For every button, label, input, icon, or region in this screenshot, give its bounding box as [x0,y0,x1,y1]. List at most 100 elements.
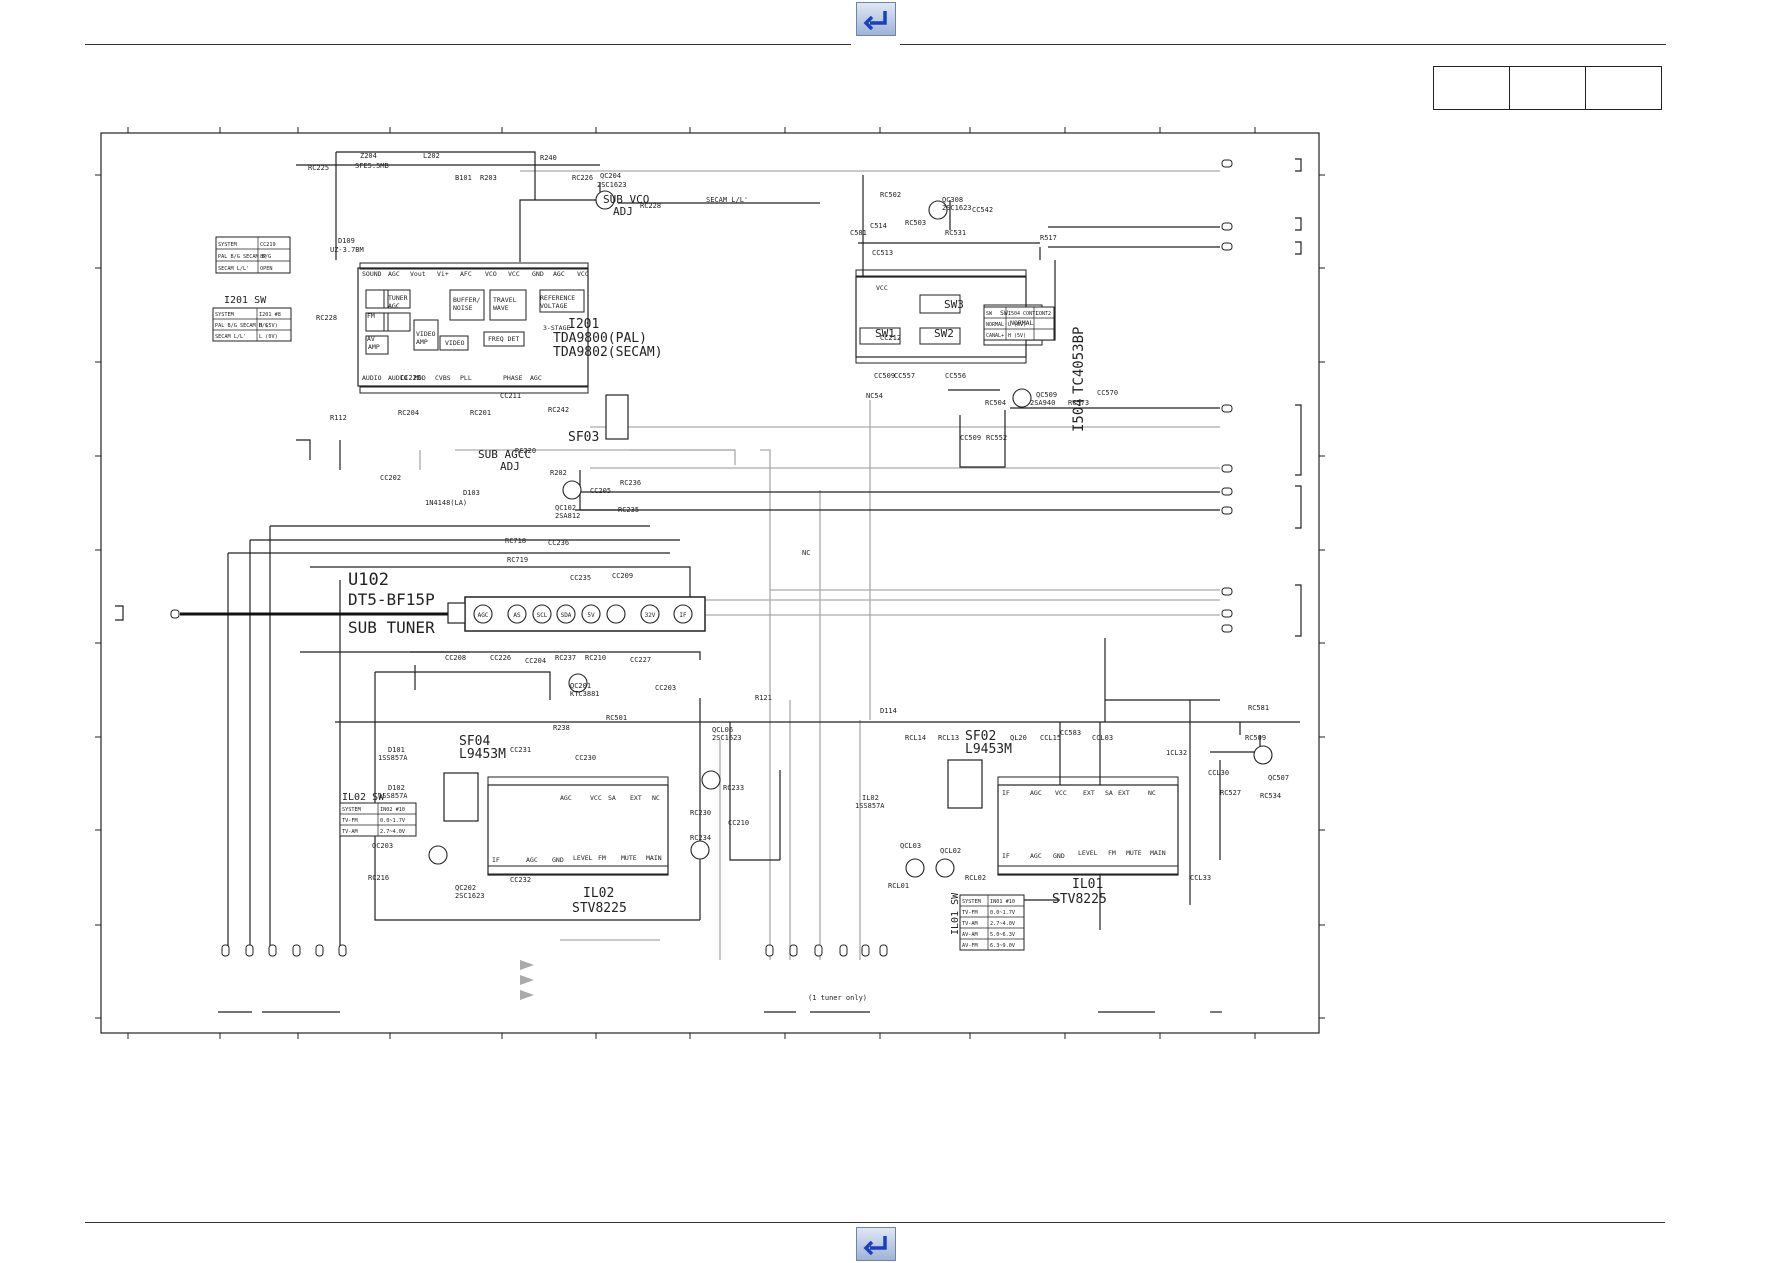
i201-part-secam: TDA9802(SECAM) [553,345,663,360]
svg-text:CC231: CC231 [510,746,531,754]
ic-il01-body [997,784,1179,876]
ic-il02-body [487,784,669,876]
svg-text:D102: D102 [388,784,405,792]
svg-text:AMP: AMP [416,338,428,346]
svg-text:QC102: QC102 [555,504,576,512]
table-cell: IN01 #10 [990,899,1015,905]
table-cell: I504 CONT1 [1008,311,1038,317]
svg-text:RC719: RC719 [507,556,528,564]
svg-text:R238: R238 [553,724,570,732]
svg-text:RC527: RC527 [1220,789,1241,797]
svg-text:VOLTAGE: VOLTAGE [540,302,567,310]
i201-ref: I201 [568,317,599,332]
svg-text:RC242: RC242 [548,406,569,414]
table-cell: TV-AM [962,921,978,927]
svg-text:CVBS: CVBS [435,374,451,382]
il02-part: STV8225 [572,901,627,916]
svg-text:3-STAGE: 3-STAGE [543,324,570,332]
sw2-label: SW2 [934,327,954,340]
svg-text:RC210: RC210 [585,654,606,662]
svg-text:RC501: RC501 [606,714,627,722]
svg-text:2SC1623: 2SC1623 [942,204,972,212]
svg-text:QCL06: QCL06 [712,726,733,734]
svg-text:Vout: Vout [410,270,426,278]
svg-text:AUDIO: AUDIO [388,374,408,382]
schematic-frame [100,132,1320,1034]
svg-text:(1 tuner only): (1 tuner only) [808,994,867,1002]
svg-text:CC205: CC205 [590,487,611,495]
tuner-pin-1: AS [507,604,527,624]
title-block [1433,66,1662,110]
table-cell: 2.7~4.0V [380,829,405,835]
sf03-ref: SF03 [568,430,599,445]
svg-text:NORMAL: NORMAL [1010,319,1034,327]
table-cell: 5.0~6.3V [990,932,1015,938]
table-cell: IN02 #10 [380,807,405,813]
table-cell: NORMAL [986,322,1004,328]
svg-text:CC509: CC509 [874,372,895,380]
svg-text:AV: AV [367,335,375,343]
svg-text:RC236: RC236 [620,479,641,487]
svg-text:AGC: AGC [1030,852,1042,860]
svg-text:IL02: IL02 [862,794,879,802]
svg-text:RC502: RC502 [880,191,901,199]
svg-text:MUTE: MUTE [621,854,637,862]
grey-signal-lines [419,170,1220,960]
table-cell: CONT2 [1036,311,1051,317]
back-button-bottom[interactable] [856,1227,896,1261]
table-cell: H (5V) [259,323,278,329]
table-cell: H (5V) [1008,333,1026,339]
svg-text:SFE5.5MB: SFE5.5MB [355,162,389,170]
table-cell: TV-FM [962,910,978,916]
tuner-pin-label: IF [679,612,687,619]
back-button-top[interactable] [856,2,896,36]
table-cell: 0.0~1.7V [990,910,1015,916]
svg-text:LEVEL: LEVEL [573,854,593,862]
svg-text:MAIN: MAIN [646,854,662,862]
svg-text:RC201: RC201 [470,409,491,417]
table-cell: SECAM L/L' [218,266,249,272]
svg-text:RC234: RC234 [690,834,711,842]
il02-sw-label: IL02 SW [342,792,385,803]
sub-vco-adj-label-2: ADJ [613,205,633,218]
svg-text:RC228: RC228 [316,314,337,322]
tuner-pin-6: 32V [640,604,660,624]
table-cell: 8P [260,254,266,260]
filter-sf03 [605,394,629,440]
svg-text:VIDEO: VIDEO [445,339,465,347]
svg-text:RC204: RC204 [398,409,419,417]
return-arrow-icon [863,11,887,30]
table-cell: SYSTEM [215,312,234,318]
svg-text:VCC: VCC [590,794,602,802]
table-cell: SECAM L/L' [215,334,246,340]
tuner-pin-label: 32V [645,612,656,619]
svg-text:AGC: AGC [526,856,538,864]
table-cell: OPEN [260,266,273,272]
svg-text:SOUND: SOUND [362,270,382,278]
svg-text:RCL13: RCL13 [938,734,959,742]
svg-text:SW: SW [1000,309,1008,317]
svg-text:QC201: QC201 [570,682,591,690]
svg-text:2SC1623: 2SC1623 [455,892,485,900]
svg-text:CC208: CC208 [445,654,466,662]
svg-text:CCL03: CCL03 [1092,734,1113,742]
svg-text:LEVEL: LEVEL [1078,849,1098,857]
svg-text:2SC1623: 2SC1623 [712,734,742,742]
svg-text:VCC: VCC [876,284,888,292]
svg-text:NC54: NC54 [866,392,883,400]
svg-text:2SA812: 2SA812 [555,512,580,520]
u102-ref: U102 [348,570,389,590]
svg-text:QCL03: QCL03 [900,842,921,850]
table-cell: SW [986,311,993,317]
svg-text:EXT: EXT [1083,789,1095,797]
svg-text:2SA940: 2SA940 [1030,399,1055,407]
svg-text:VCC: VCC [577,270,589,278]
svg-text:RC225: RC225 [308,164,329,172]
sf04-ref: SF04 [459,734,490,749]
svg-text:UZ-3.7BM: UZ-3.7BM [330,246,364,254]
svg-text:RC228: RC228 [640,202,661,210]
tuner-pin-label: SCL [537,612,548,619]
tuner-pin-4: 5V [581,604,601,624]
svg-text:C581: C581 [850,229,867,237]
